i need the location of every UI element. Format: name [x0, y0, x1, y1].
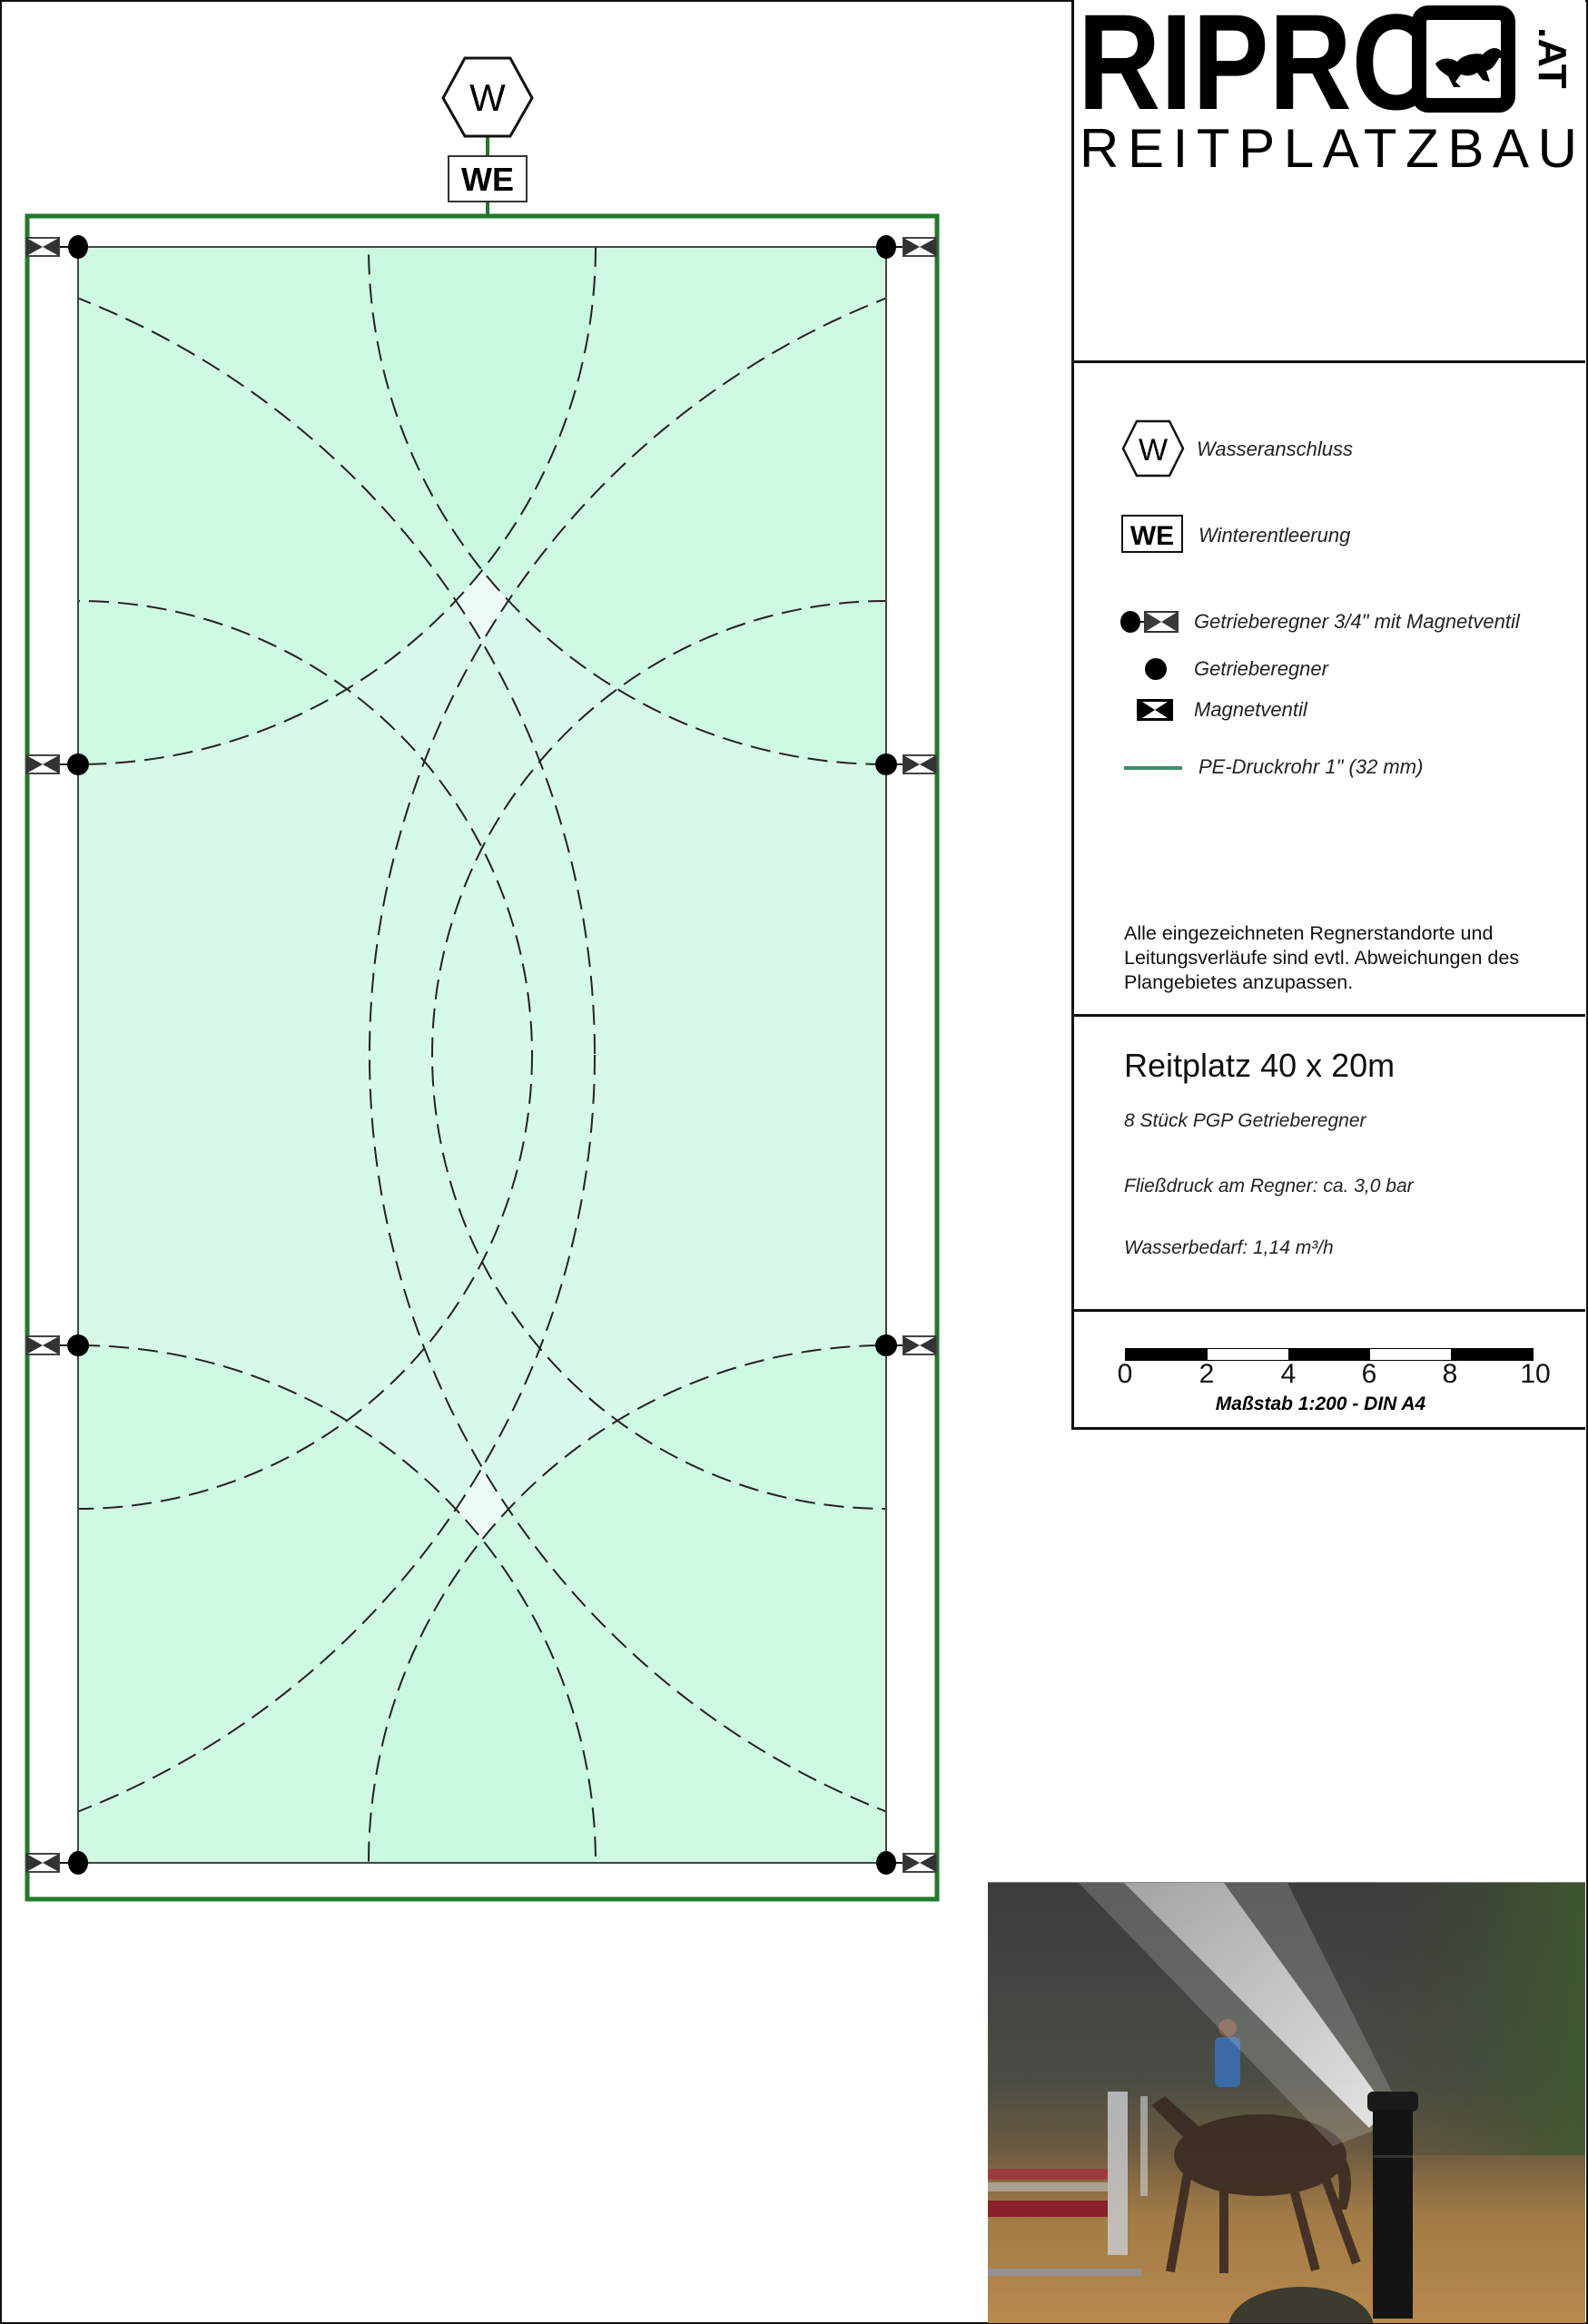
legend-label: Getrieberegner 3/4" mit Magnetventil: [1194, 610, 1520, 633]
scale-bar: [1125, 1348, 1534, 1361]
sprinkler-with-valve-icon: [1120, 611, 1179, 633]
sprinkler-right-2: [875, 753, 937, 775]
sprinkler-right-4: [876, 1851, 937, 1875]
sprinkler-left-4: [25, 1851, 88, 1875]
sprinkler-left-1: [25, 235, 88, 259]
winter-drain-symbol: WE: [448, 155, 528, 202]
water-connection-symbol: W: [441, 56, 534, 138]
scale-tick: 4: [1280, 1359, 1297, 1389]
svg-text:W: W: [469, 76, 506, 119]
sprinkler-right-3: [875, 1334, 937, 1356]
sprinkler-dot-icon: [1145, 658, 1167, 680]
sprinkler-left-2: [25, 753, 89, 775]
legend-section: W Wasseranschluss WE Winterentleerung Ge…: [1074, 363, 1585, 1017]
running-horse-icon: [1435, 48, 1504, 87]
legend-label: PE-Druckrohr 1" (32 mm): [1198, 755, 1424, 778]
scale-tick: 6: [1361, 1359, 1377, 1389]
hexagon-water-connection-icon: W: [1121, 419, 1185, 478]
svg-text:REITPLATZBAU: REITPLATZBAU: [1080, 118, 1577, 179]
legend-item-winter-drain: WE Winterentleerung: [1074, 515, 1585, 569]
arena-border: [77, 246, 887, 1864]
scale-section: 0 2 4 6 8 10 Maßstab 1:200 - DIN A4: [1074, 1312, 1585, 1427]
sprinkler-left-3: [25, 1334, 89, 1356]
scale-caption: Maßstab 1:200 - DIN A4: [1215, 1393, 1426, 1414]
legend-item-water-connection: W Wasseranschluss: [1074, 419, 1585, 478]
legend-item-sprinkler-with-valve: Getrieberegner 3/4" mit Magnetventil: [1074, 608, 1585, 663]
title-block-panel: RIPRO .AT REITPLATZBAU W Wasseranschluss…: [1071, 0, 1585, 1430]
svg-text:WE: WE: [1130, 521, 1174, 551]
legend-label: Wasseranschluss: [1197, 438, 1353, 460]
scale-tick: 8: [1442, 1359, 1458, 1389]
legend-note: Alle eingezeichneten Regnerstandorte und…: [1124, 922, 1520, 993]
legend-label: Magnetventil: [1194, 698, 1307, 721]
project-title: Reitplatz 40 x 20m: [1124, 1047, 1396, 1084]
project-info-section: Reitplatz 40 x 20m 8 Stück PGP Getrieber…: [1074, 1017, 1585, 1312]
legend-label: Getrieberegner: [1194, 657, 1328, 680]
logo-section: RIPRO .AT REITPLATZBAU: [1074, 0, 1585, 363]
solenoid-valve-icon: [1137, 699, 1173, 721]
info-water-demand: Wasserbedarf: 1,14 m³/h: [1124, 1237, 1334, 1258]
scale-tick: 10: [1520, 1359, 1551, 1389]
legend-item-pipe: PE-Druckrohr 1" (32 mm): [1074, 755, 1585, 810]
sprinkler-photo: [988, 1882, 1585, 2323]
ripro-logo: RIPRO .AT REITPLATZBAU: [1078, 0, 1577, 179]
pipe-line-icon: [1124, 766, 1182, 770]
svg-text:W: W: [1139, 433, 1168, 468]
svg-text:WE: WE: [461, 161, 514, 198]
svg-text:RIPRO: RIPRO: [1078, 0, 1441, 138]
scale-tick: 2: [1198, 1359, 1215, 1389]
legend-label: Winterentleerung: [1198, 524, 1351, 547]
irrigation-plan: W WE: [25, 56, 940, 1902]
scale-tick: 0: [1117, 1359, 1133, 1389]
legend-item-solenoid-valve: Magnetventil: [1074, 697, 1585, 752]
legend-item-sprinkler: Getrieberegner: [1074, 657, 1585, 712]
info-sprinkler-count: 8 Stück PGP Getrieberegner: [1124, 1110, 1366, 1131]
sprinkler-right-1: [876, 235, 937, 259]
winter-drain-box-icon: WE: [1121, 515, 1183, 553]
info-flow-pressure: Fließdruck am Regner: ca. 3,0 bar: [1124, 1176, 1414, 1196]
svg-text:.AT: .AT: [1530, 27, 1574, 89]
sprinkler-coverage: [78, 247, 886, 1863]
